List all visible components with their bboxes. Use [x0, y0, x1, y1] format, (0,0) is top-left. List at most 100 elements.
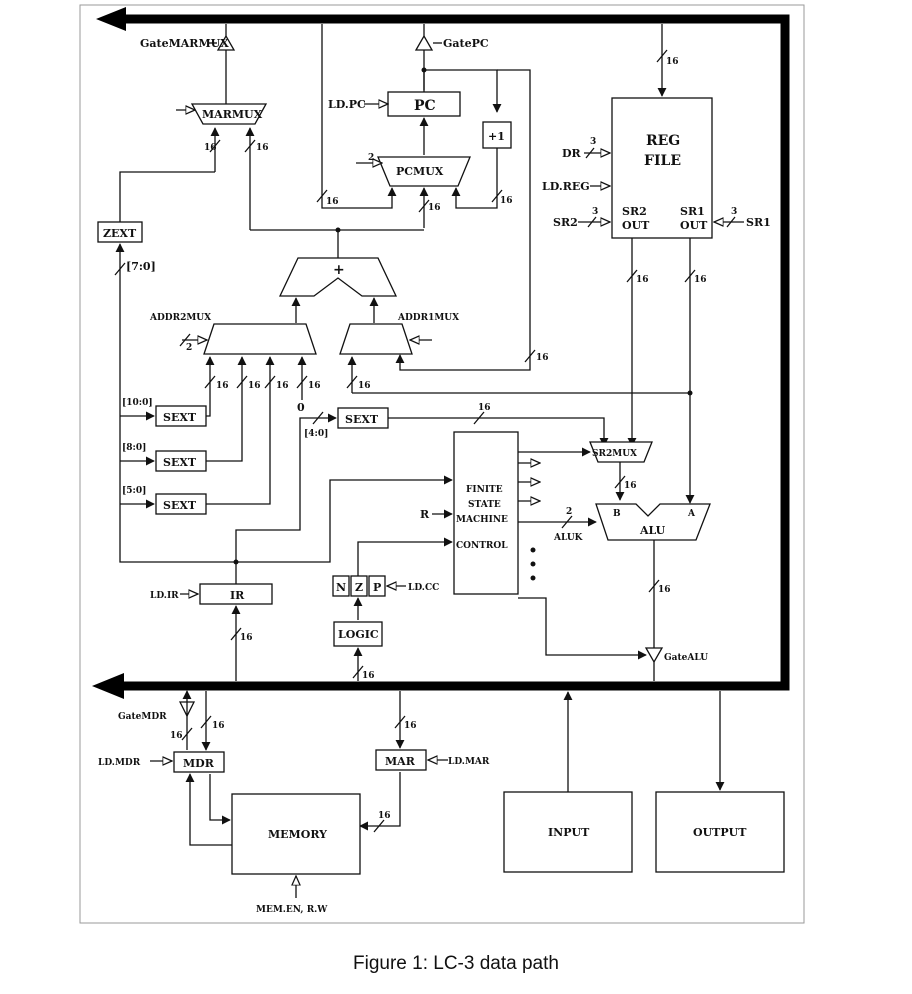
ir-label: IR: [230, 589, 245, 602]
p-label: P: [373, 581, 381, 594]
width-16-pcmux-a: 16: [326, 197, 339, 207]
width-16-addr2-a: 16: [216, 381, 229, 391]
fsm-label-4: CONTROL: [456, 541, 508, 551]
reg-file-label-1: REG: [646, 133, 680, 149]
width-16-alu: 16: [658, 585, 671, 595]
width-16-marmux-b: 16: [256, 143, 269, 153]
gate-pc: GatePC: [414, 24, 489, 90]
output-label: OUTPUT: [693, 826, 747, 839]
pcmux-block: PCMUX: [321, 24, 471, 228]
dr-label: DR: [562, 147, 582, 160]
zext-label: ZEXT: [103, 227, 137, 240]
width-16-mar: 16: [404, 721, 417, 731]
zero-label: 0: [297, 401, 305, 414]
fsm-label-2: STATE: [468, 500, 501, 510]
z-label: Z: [355, 581, 363, 594]
width-2-aluk: 2: [566, 507, 572, 517]
ir-block: IR LD.IR: [150, 583, 273, 681]
alu-block: B A ALU: [595, 503, 711, 648]
reg-file-label-2: FILE: [644, 153, 681, 169]
r-label: R: [420, 508, 430, 521]
ld-pc-label: LD.PC: [328, 98, 366, 111]
marmux-block: MARMUX: [176, 96, 268, 230]
output-block: OUTPUT: [655, 691, 785, 873]
sr1-out-label-2: OUT: [680, 219, 708, 232]
pc-label: PC: [414, 98, 436, 114]
width-16-pcmux-b: 16: [428, 203, 441, 213]
sr2-label: SR2: [553, 216, 578, 229]
width-16-regfile: 16: [666, 57, 679, 67]
gate-mdr: GateMDR: [118, 690, 211, 751]
bus-system: [92, 7, 790, 699]
ld-mdr-label: LD.MDR: [98, 758, 141, 768]
width-16-addr1: 16: [536, 353, 549, 363]
ld-cc-label: LD.CC: [408, 583, 439, 593]
mdr-label: MDR: [183, 757, 215, 770]
sr2mux-block: SR2MUX: [589, 441, 653, 501]
gate-alu: GateALU: [644, 647, 708, 681]
gate-mdr-label: GateMDR: [118, 712, 167, 722]
pc-block: PC LD.PC: [328, 67, 531, 371]
sext-a-label: SEXT: [163, 411, 197, 424]
alu-b-label: B: [613, 509, 621, 519]
addr1mux-block: ADDR1MUX: [339, 313, 690, 394]
addr2mux-block: ADDR2MUX 0: [149, 313, 317, 502]
width-16-sr2mux: 16: [624, 481, 637, 491]
width-16-addr2-d: 16: [308, 381, 321, 391]
alu-label: ALU: [639, 524, 666, 537]
width-3-sr2: 3: [592, 207, 598, 217]
ld-reg-label: LD.REG: [542, 180, 590, 193]
alu-a-label: A: [687, 509, 696, 519]
ir-4-0-label: [4:0]: [304, 429, 328, 439]
width-markers: 16 16 16 16 16 16 2 3 3 3 16 16 16 2 16 …: [114, 49, 737, 833]
zext-block: ZEXT [7:0]: [97, 171, 215, 520]
gate-marmux-label: GateMARMUX: [140, 37, 229, 50]
increment-block: +1: [451, 121, 512, 209]
width-16-mdr-a: 16: [212, 721, 225, 731]
top-bus: [120, 14, 790, 691]
width-16-mdr-b: 16: [170, 731, 183, 741]
marmux-label: MARMUX: [202, 108, 263, 121]
pc-register: [387, 91, 461, 117]
pcmux-label: PCMUX: [396, 165, 444, 178]
mar-block: MAR LD.MAR: [359, 691, 490, 831]
register-file: REG FILE DR LD.REG SR2 SR1 SR2 OUT SR1 O…: [542, 24, 771, 504]
ir-7-0-label: [7:0]: [126, 260, 156, 273]
width-16-sr2out: 16: [636, 275, 649, 285]
sext-d-label: SEXT: [345, 413, 379, 426]
sr1-label: SR1: [746, 216, 771, 229]
width-3-sr1: 3: [731, 207, 737, 217]
figure-frame: [79, 4, 805, 924]
width-16-addr1-b: 16: [358, 381, 371, 391]
memory-block: MEMORY MEM.EN, R.W: [231, 793, 361, 915]
gate-alu-label: GateALU: [664, 653, 708, 663]
fsm-label-1: FINITE: [466, 485, 503, 495]
width-16-memory: 16: [378, 811, 391, 821]
width-3-dr: 3: [590, 137, 596, 147]
sr2-out-label-1: SR2: [622, 205, 647, 218]
width-2-addr2mux: 2: [186, 343, 192, 353]
width-16-sext-d: 16: [478, 403, 491, 413]
width-2-pcmux: 2: [368, 153, 374, 163]
plus-one-label: +1: [488, 130, 505, 143]
addr1mux-label: ADDR1MUX: [397, 313, 459, 323]
ir-8-0-label: [8:0]: [122, 443, 146, 453]
gate-marmux: GateMARMUX: [140, 24, 236, 96]
width-16-ir: 16: [240, 633, 253, 643]
input-block: INPUT: [503, 691, 633, 873]
ir-10-0-label: [10:0]: [122, 398, 153, 408]
n-label: N: [336, 581, 346, 594]
sr2-out-label-2: OUT: [622, 219, 650, 232]
sr2mux-label: SR2MUX: [592, 449, 637, 459]
memory-label: MEMORY: [268, 828, 327, 841]
ir-5-0-label: [5:0]: [122, 486, 146, 496]
bottom-bus-arrowhead: [92, 673, 124, 699]
input-label: INPUT: [548, 826, 590, 839]
nzp-block: N Z P LD.CC: [332, 537, 453, 620]
width-16-sr1out: 16: [694, 275, 707, 285]
width-16-logic: 16: [362, 671, 375, 681]
width-16-addr2-c: 16: [276, 381, 289, 391]
figure-caption: Figure 1: LC-3 data path: [353, 953, 559, 974]
width-16-addr2-b: 16: [248, 381, 261, 391]
mdr-block: MDR LD.MDR: [98, 751, 232, 846]
